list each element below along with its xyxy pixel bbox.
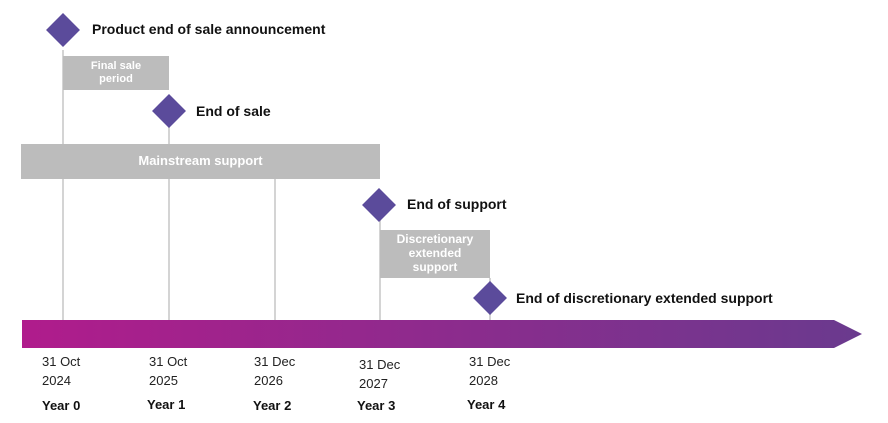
timeline-date-year2: 31 Dec 2026 xyxy=(254,352,295,390)
date-line1: 31 Oct xyxy=(42,354,81,369)
milestone-diamond-announcement xyxy=(46,13,80,47)
timeline-year-label-0: Year 0 xyxy=(42,398,81,413)
timeline-arrow xyxy=(22,320,862,348)
guide-line-year1 xyxy=(168,110,170,347)
final-sale-period-label-line1: Final sale xyxy=(90,60,142,73)
timeline-year-label-4: Year 4 xyxy=(467,397,506,412)
timeline-date-year0: 31 Oct 2024 xyxy=(42,352,80,390)
final-sale-period-bar: Final sale period xyxy=(63,56,169,90)
milestone-label-announcement: Product end of sale announcement xyxy=(92,21,326,37)
discretionary-label-line2: extended xyxy=(408,246,462,261)
date-line1: 31 Dec xyxy=(359,357,401,372)
milestone-label-end-of-support: End of support xyxy=(407,196,507,212)
milestone-diamond-end-of-sale xyxy=(152,94,186,128)
milestone-diamond-end-of-support xyxy=(362,188,396,222)
final-sale-period-label-line2: period xyxy=(99,73,133,85)
guide-line-year0 xyxy=(62,50,64,347)
milestone-label-end-of-sale: End of sale xyxy=(196,103,271,119)
date-line2: 2024 xyxy=(42,373,71,388)
date-line1: 31 Dec xyxy=(469,354,511,369)
milestone-diamond-end-of-extended xyxy=(473,281,507,315)
date-line1: 31 Dec xyxy=(254,354,296,369)
timeline-year-label-2: Year 2 xyxy=(253,398,292,413)
timeline-year-label-1: Year 1 xyxy=(147,397,186,412)
timeline-date-year3: 31 Dec 2027 xyxy=(359,355,400,393)
mainstream-support-label: Mainstream support xyxy=(138,153,263,169)
date-line1: 31 Oct xyxy=(149,354,188,369)
date-line2: 2027 xyxy=(359,376,388,391)
milestone-label-end-of-extended: End of discretionary extended support xyxy=(516,290,773,306)
guide-line-year3 xyxy=(379,216,381,347)
timeline-year-label-3: Year 3 xyxy=(357,398,396,413)
discretionary-label-line1: Discretionary xyxy=(396,232,474,247)
timeline-date-year4: 31 Dec 2028 xyxy=(469,352,510,390)
date-line2: 2026 xyxy=(254,373,283,388)
discretionary-extended-support-bar: Discretionary extended support xyxy=(380,230,490,278)
date-line2: 2025 xyxy=(149,373,178,388)
date-line2: 2028 xyxy=(469,373,498,388)
mainstream-support-bar: Mainstream support xyxy=(21,144,380,179)
discretionary-label-line3: support xyxy=(412,259,458,274)
timeline-date-year1: 31 Oct 2025 xyxy=(149,352,187,390)
guide-line-year2 xyxy=(274,178,276,347)
